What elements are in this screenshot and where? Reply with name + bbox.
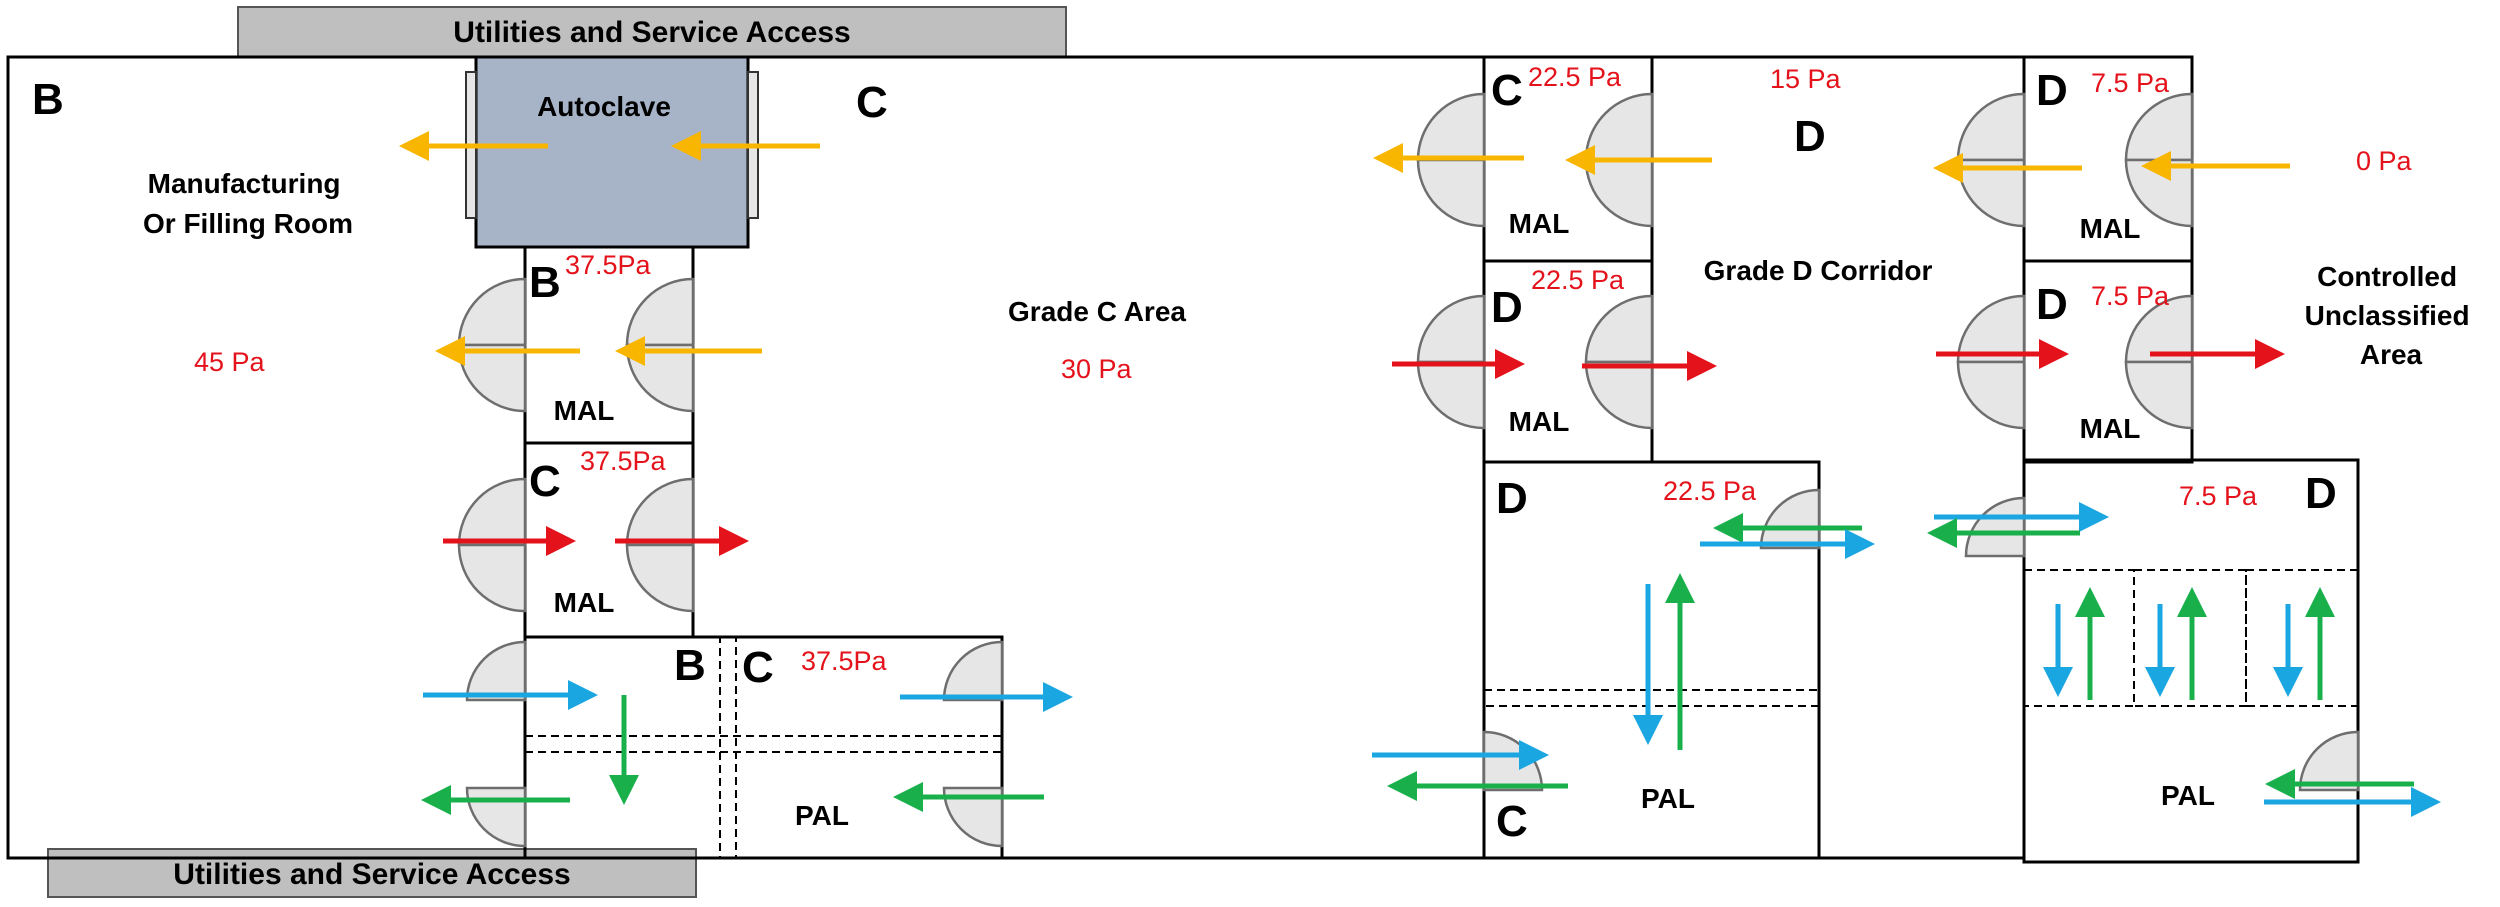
manufacturing-room-label-line2: Or Filling Room: [143, 208, 353, 239]
pressure-pal3: 7.5 Pa: [2179, 481, 2258, 511]
door-mal2-left-lower-leaf: [457, 543, 527, 613]
grade-pal3-d: D: [2305, 469, 2337, 518]
door-mal6-right-upper-leaf: [2124, 294, 2194, 364]
grade-mal4: D: [1491, 283, 1523, 332]
door-mal4-right-lower-leaf: [1584, 360, 1654, 430]
door-mal1-left-lower-leaf: [457, 343, 527, 413]
grade-mal3: C: [1491, 66, 1523, 115]
pressure-pal1: 37.5Pa: [801, 646, 888, 676]
controlled-unclassified-label: Controlled Unclassified Area: [2305, 261, 2478, 370]
door-mal2-right-lower-leaf: [625, 543, 695, 613]
door-mal6-right-lower-leaf: [2124, 360, 2194, 430]
pal-2-room: [1482, 460, 1821, 860]
pal-1-divider-h: [524, 735, 1003, 753]
pressure-mal6: 7.5 Pa: [2091, 281, 2170, 311]
door-mal1-left-upper-leaf: [457, 277, 527, 347]
door-mal2-left-upper-leaf: [457, 477, 527, 547]
controlled-unclassified-line1: Controlled: [2317, 261, 2457, 292]
doors: [457, 92, 2360, 848]
controlled-unclassified-line3: Area: [2360, 339, 2423, 370]
door-mal1-right-lower-leaf: [625, 343, 695, 413]
pal-2-divider-h: [1483, 689, 1820, 707]
door-mal3-right-lower-leaf: [1584, 158, 1654, 228]
mal-label-2: MAL: [554, 587, 615, 618]
door-mal3-left-lower-leaf: [1416, 158, 1486, 228]
grade-pal1-b: B: [674, 641, 706, 690]
pressure-mal2: 37.5Pa: [580, 446, 667, 476]
pressure-corridor: 15 Pa: [1770, 64, 1842, 94]
door-pal1-left-lower: [465, 786, 527, 848]
pressure-pal2: 22.5 Pa: [1663, 476, 1757, 506]
door-mal1-right-upper-leaf: [625, 277, 695, 347]
pal-3-cell-3: [2245, 569, 2359, 707]
door-mal2-right-upper-leaf: [625, 477, 695, 547]
controlled-unclassified-line2: Unclassified: [2305, 300, 2470, 331]
bottom-utility-bar-label: Utilities and Service Access: [173, 858, 570, 891]
manufacturing-room-label-line1: Manufacturing: [148, 168, 341, 199]
grade-b-main: B: [32, 75, 64, 124]
pal-label-2: PAL: [1641, 783, 1695, 814]
pressure-grade-c: 30 Pa: [1061, 354, 1133, 384]
top-utility-bar: [237, 6, 1067, 58]
manufacturing-room-label: Manufacturing Or Filling Room: [143, 168, 353, 239]
pressure-mal3: 22.5 Pa: [1528, 62, 1622, 92]
grade-d-corridor-label: Grade D Corridor: [1704, 255, 1933, 286]
door-pal3-left: [1964, 496, 2026, 558]
airflow-arrows: [399, 131, 2441, 817]
pressure-mal4: 22.5 Pa: [1531, 265, 1625, 295]
mal-label-5: MAL: [2080, 213, 2141, 244]
door-mal3-right-upper-leaf: [1584, 92, 1654, 162]
pressure-outside: 0 Pa: [2356, 146, 2413, 176]
grade-mal2: C: [529, 457, 561, 506]
door-pal1-right-upper: [942, 640, 1004, 702]
pal-label-1: PAL: [795, 800, 849, 831]
pal-1-divider-v: [719, 636, 737, 859]
door-mal3-left-upper-leaf: [1416, 92, 1486, 162]
grade-corridor: D: [1794, 112, 1826, 161]
grade-pal2-c: C: [1496, 797, 1528, 846]
door-mal5-right-upper-leaf: [2124, 92, 2194, 162]
top-utility-bar-label: Utilities and Service Access: [453, 16, 850, 49]
door-mal5-left-upper-leaf: [1956, 92, 2026, 162]
grade-mal6: D: [2036, 280, 2068, 329]
pal-label-3: PAL: [2161, 780, 2215, 811]
pal-3-cell-2: [2133, 569, 2247, 707]
door-pal2-right: [1759, 488, 1821, 550]
grade-c-area-label: Grade C Area: [1008, 296, 1186, 327]
pressure-mal5: 7.5 Pa: [2091, 68, 2170, 98]
door-pal2-bottom: [1482, 730, 1544, 792]
autoclave-room: [474, 55, 750, 249]
mal-label-1: MAL: [554, 395, 615, 426]
door-mal4-left-lower-leaf: [1416, 360, 1486, 430]
door-mal4-right-upper-leaf: [1584, 294, 1654, 364]
door-mal6-left-lower-leaf: [1956, 360, 2026, 430]
pressure-mal1: 37.5Pa: [565, 250, 652, 280]
autoclave-label: Autoclave: [537, 91, 671, 122]
mal-label-6: MAL: [2080, 413, 2141, 444]
grade-pal1-c: C: [742, 643, 774, 692]
pal-3-cell-1: [2023, 569, 2135, 707]
grade-mal1: B: [529, 258, 561, 307]
mal-label-4: MAL: [1509, 406, 1570, 437]
door-mal4-left-upper-leaf: [1416, 294, 1486, 364]
door-pal1-left-upper: [465, 640, 527, 702]
mal-label-3: MAL: [1509, 208, 1570, 239]
grade-pal2-d: D: [1496, 474, 1528, 523]
pressure-manufacturing: 45 Pa: [194, 347, 266, 377]
grade-mal5: D: [2036, 66, 2068, 115]
grade-c-main: C: [856, 78, 888, 127]
door-pal3-right: [2298, 730, 2360, 792]
